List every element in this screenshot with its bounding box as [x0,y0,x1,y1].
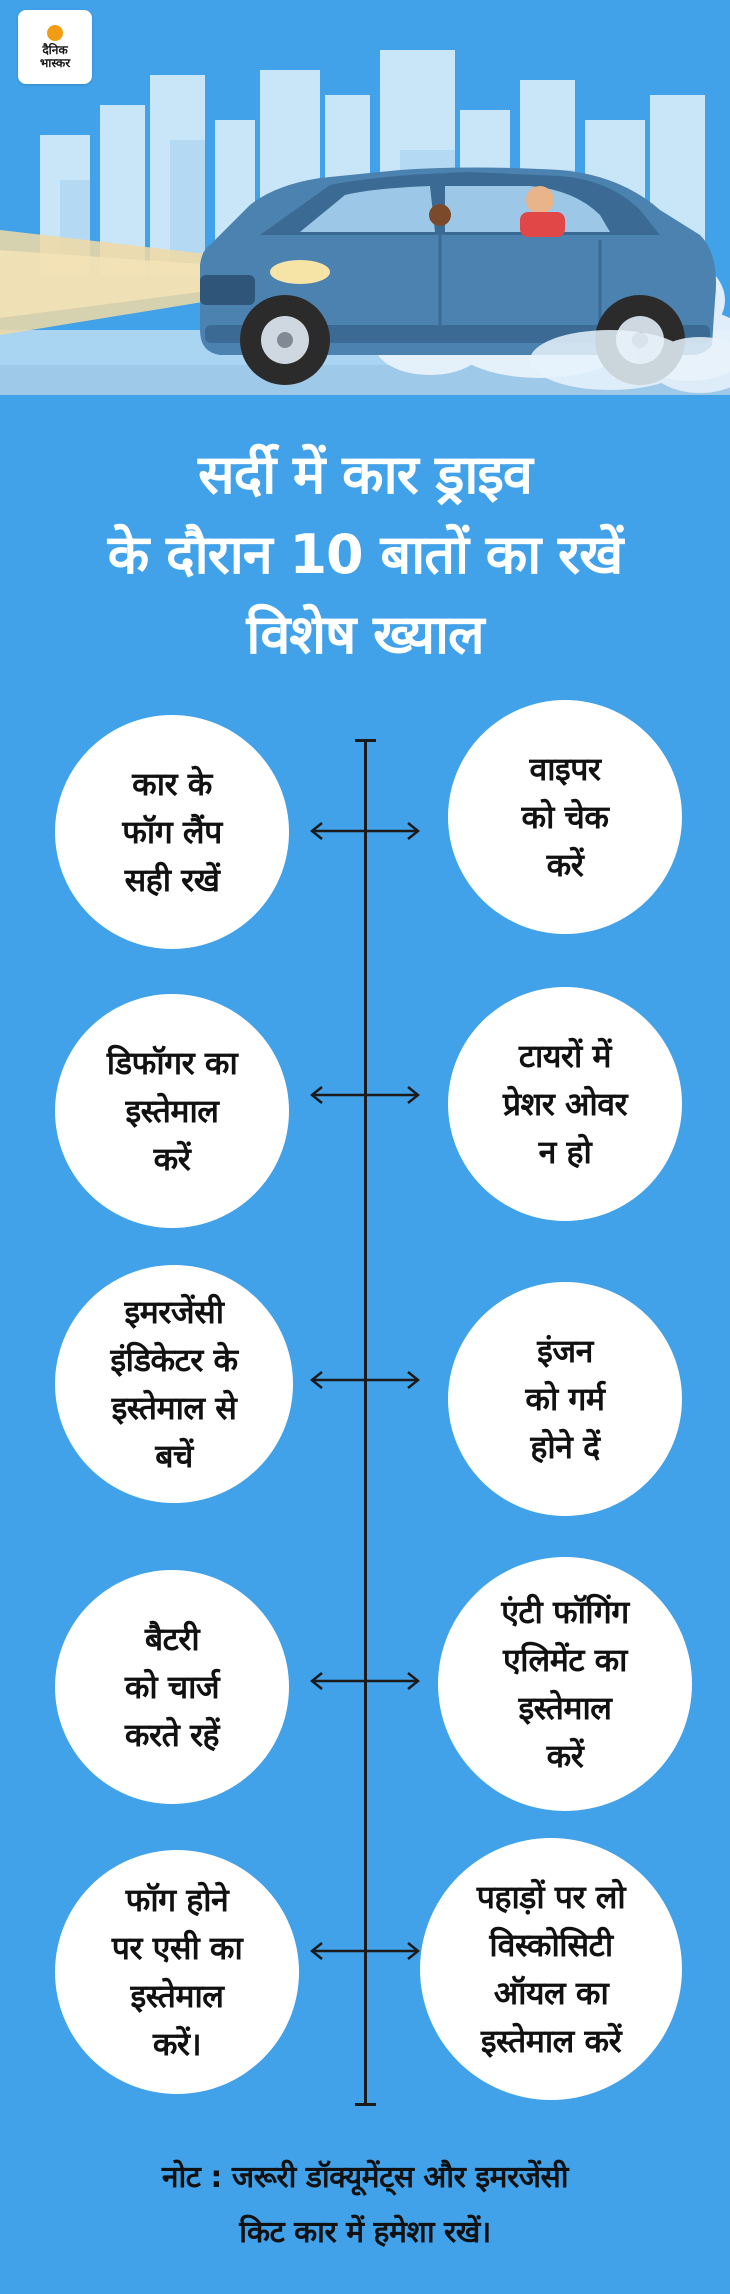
tip-line: वाइपर [529,750,601,788]
tip-line: को चेक [521,798,609,836]
tip-line: पर एसी का [111,1929,243,1967]
title-line-2: के दौरान 10 बातों का रखें [107,523,624,586]
tip-circle-fog-lamp: कार के फॉग लैंप सही रखें [55,715,289,949]
tip-circle-battery: बैटरी को चार्ज करते रहें [55,1570,289,1804]
tip-circle-tyre-pressure: टायरों में प्रेशर ओवर न हो [448,987,682,1221]
tip-line: होने दें [530,1428,600,1466]
double-arrow-icon [309,1672,421,1690]
tip-line: इस्तेमाल करें [480,2022,622,2060]
tip-line: करें [546,1737,584,1775]
tip-line: डिफॉगर का [106,1044,238,1082]
double-arrow-icon [309,1371,421,1389]
sun-icon [47,24,63,41]
tip-line: इस्तेमाल [518,1689,612,1727]
tip-line: एलिमेंट का [503,1641,627,1679]
tip-line: इस्तेमाल [125,1092,219,1130]
title-line-1: सर्दी में कार ड्राइव [198,443,533,506]
tip-circle-anti-fogging: एंटी फॉगिंग एलिमेंट का इस्तेमाल करें [438,1557,692,1811]
tip-line: करें [153,1140,191,1178]
tip-line: को चार्ज [124,1668,220,1706]
tip-line: बैटरी [144,1620,200,1658]
double-arrow-icon [309,1942,421,1960]
tip-text: वाइपर को चेक करें [522,745,609,889]
tip-line: करें [546,846,584,884]
tip-line: बचें [155,1437,193,1475]
tip-text: डिफॉगर का इस्तेमाल करें [106,1039,238,1183]
tip-line: विस्कोसिटी [489,1926,613,1964]
note-line-2: किट कार में हमेशा रखें। [239,2215,491,2250]
tip-text: बैटरी को चार्ज करते रहें [124,1615,220,1759]
tip-text: कार के फॉग लैंप सही रखें [122,760,222,904]
tip-line: टायरों में [518,1037,612,1075]
tip-text: एंटी फॉगिंग एलिमेंट का इस्तेमाल करें [501,1588,629,1780]
tip-line: एंटी फॉगिंग [501,1593,629,1631]
tip-circle-engine-warm: इंजन को गर्म होने दें [448,1282,682,1516]
tip-line: इंडिकेटर के [110,1341,238,1379]
tip-line: प्रेशर ओवर [502,1085,628,1123]
tip-text: फॉग होने पर एसी का इस्तेमाल करें। [112,1876,243,2068]
tip-circle-low-viscosity-oil: पहाड़ों पर लो विस्कोसिटी ऑयल का इस्तेमाल… [420,1838,682,2100]
logo-line-2: भास्कर [39,55,71,70]
tip-line: इमरजेंसी [124,1293,224,1331]
hero-illustration: दैनिक भास्कर [0,0,730,395]
tip-line: इस्तेमाल से [111,1389,237,1427]
tip-line: फॉग होने [125,1881,229,1919]
logo-line-1: दैनिक [42,42,68,57]
car-illustration [0,0,730,395]
tip-circle-emergency-indicator: इमरजेंसी इंडिकेटर के इस्तेमाल से बचें [55,1265,293,1503]
tip-line: ऑयल का [493,1974,609,2012]
tip-text: टायरों में प्रेशर ओवर न हो [502,1032,628,1176]
tip-line: कार के [132,765,212,803]
tip-circle-wiper: वाइपर को चेक करें [448,700,682,934]
tip-line: न हो [538,1133,592,1171]
dainik-bhaskar-logo: दैनिक भास्कर [18,10,92,84]
tip-text: पहाड़ों पर लो विस्कोसिटी ऑयल का इस्तेमाल… [476,1873,626,2065]
tip-text: इंजन को गर्म होने दें [525,1327,605,1471]
page-title: सर्दी में कार ड्राइव के दौरान 10 बातों क… [30,435,700,675]
timeline-bottom-cap [355,2103,376,2106]
double-arrow-icon [309,822,421,840]
tip-line: इंजन [537,1332,593,1370]
double-arrow-icon [309,1086,421,1104]
tip-line: को गर्म [525,1380,605,1418]
footer-note: नोट : जरूरी डॉक्यूमेंट्स और इमरजेंसी किट… [20,2150,710,2260]
tip-line: करें। [152,2025,202,2063]
title-line-3: विशेष ख्याल [246,603,484,666]
timeline-line [364,740,367,2105]
tip-line: फॉग लैंप [122,813,222,851]
timeline-top-cap [355,739,376,742]
note-line-1: नोट : जरूरी डॉक्यूमेंट्स और इमरजेंसी [161,2160,569,2195]
tip-text: इमरजेंसी इंडिकेटर के इस्तेमाल से बचें [110,1288,238,1480]
tip-line: इस्तेमाल [130,1977,224,2015]
tip-line: सही रखें [124,861,220,899]
tip-circle-defogger: डिफॉगर का इस्तेमाल करें [55,994,289,1228]
tip-line: करते रहें [124,1716,220,1754]
tip-line: पहाड़ों पर लो [476,1878,626,1916]
tip-circle-ac-usage: फॉग होने पर एसी का इस्तेमाल करें। [55,1850,299,2094]
